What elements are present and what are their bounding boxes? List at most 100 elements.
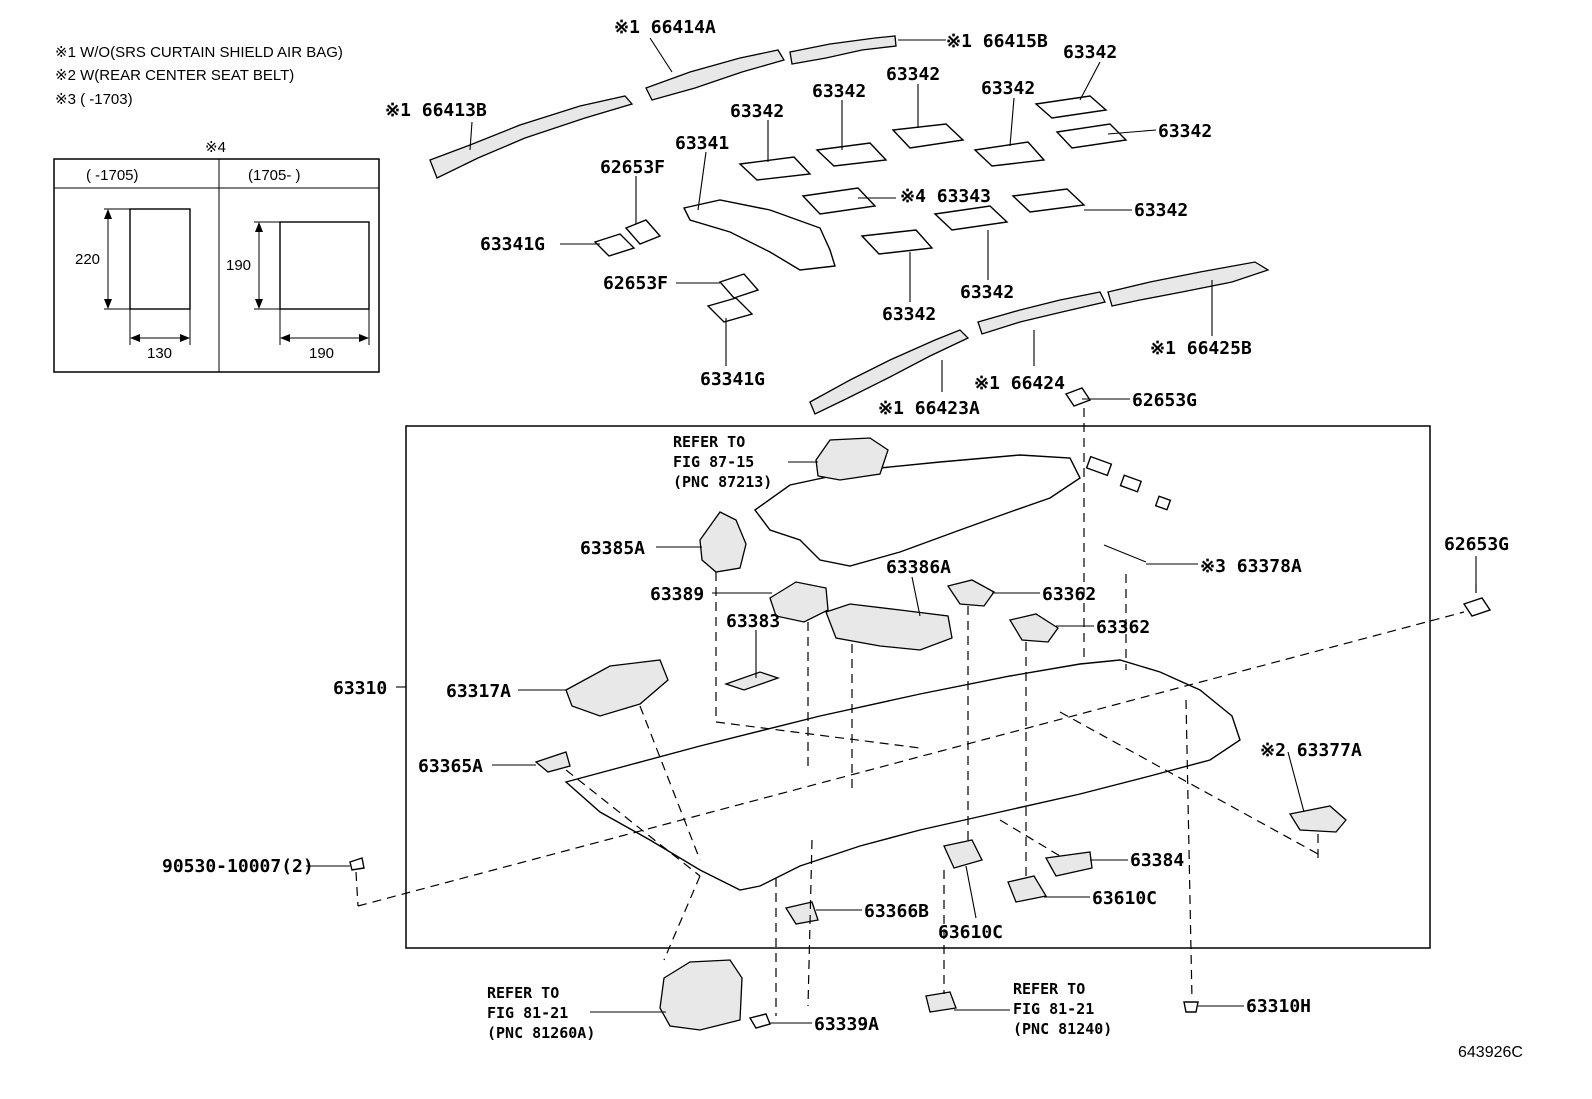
silencer-pads xyxy=(593,95,1128,323)
bezel-63389-shape xyxy=(769,581,829,623)
inset-col2-height: 190 xyxy=(226,257,251,274)
label-63342-g: 63342 xyxy=(1134,200,1188,221)
inset-col2-header: (1705- ) xyxy=(248,167,301,184)
label-63310H: 63310H xyxy=(1246,996,1311,1017)
retainer-66423A-shape xyxy=(809,329,970,415)
label-62653F-b: 62653F xyxy=(603,273,668,294)
label-63342-e: 63342 xyxy=(1158,121,1212,142)
label-63384: 63384 xyxy=(1130,850,1184,871)
label-62653G-b: 62653G xyxy=(1444,534,1509,555)
inset-pad-large xyxy=(279,221,370,310)
label-63342-f: 63342 xyxy=(730,101,784,122)
label-63342-d: 63342 xyxy=(812,81,866,102)
label-63610C-b: 63610C xyxy=(1092,888,1157,909)
label-66425B: ※1 66425B xyxy=(1150,338,1252,359)
ref-87213-line1: REFER TO xyxy=(673,433,745,451)
refer-notes: REFER TO FIG 87-15 (PNC 87213) REFER TO … xyxy=(487,433,1112,1042)
label-66423A: ※1 66423A xyxy=(878,398,980,419)
footnotes: ※1 W/O(SRS CURTAIN SHIELD AIR BAG) ※2 W(… xyxy=(55,44,343,108)
ref-87213-line2: FIG 87-15 xyxy=(673,453,754,471)
cover-63384-shape xyxy=(1044,851,1093,877)
ref-81240-line1: REFER TO xyxy=(1013,980,1085,998)
bezel-63386A-shape xyxy=(825,603,953,651)
label-63385A: 63385A xyxy=(580,538,645,559)
label-63366B: 63366B xyxy=(864,901,929,922)
inset-marker: ※4 xyxy=(205,139,226,156)
label-63310: 63310 xyxy=(333,678,387,699)
lamp-63362b-shape xyxy=(1008,613,1059,643)
label-63362-a: 63362 xyxy=(1042,584,1096,605)
label-62653G-a: 62653G xyxy=(1132,390,1197,411)
note-3: ※3 ( -1703) xyxy=(55,91,133,108)
note-2: ※2 W(REAR CENTER SEAT BELT) xyxy=(55,67,294,84)
ref-81240-line2: FIG 81-21 xyxy=(1013,1000,1094,1018)
ref-81240-line3: (PNC 81240) xyxy=(1013,1020,1112,1038)
holder-63365A-shape xyxy=(534,751,571,773)
clip-62653G-b-shape xyxy=(1462,597,1492,617)
label-63377A: ※2 63377A xyxy=(1260,740,1362,761)
grille-63610C-b-shape xyxy=(1007,875,1048,903)
leader-lines xyxy=(306,37,1477,1024)
label-63342-b: 63342 xyxy=(886,64,940,85)
frame-63317A-shape xyxy=(565,659,669,717)
retainer-66413B-shape xyxy=(429,95,634,179)
label-62653F-a: 62653F xyxy=(600,157,665,178)
label-66424: ※1 66424 xyxy=(974,373,1065,394)
grille-63610C-a-shape xyxy=(943,839,983,869)
lamp-63362a-shape xyxy=(946,579,995,607)
inset-col2-width: 190 xyxy=(309,345,334,362)
label-63342-h: 63342 xyxy=(960,282,1014,303)
ref-87213-line3: (PNC 87213) xyxy=(673,473,772,491)
retainer-66425B-shape xyxy=(1107,261,1270,307)
curtain-retainers xyxy=(429,35,1270,415)
label-63610C-a: 63610C xyxy=(938,922,1003,943)
inset-col1-width: 130 xyxy=(147,345,172,362)
label-63342-i: 63342 xyxy=(882,304,936,325)
label-63365A: 63365A xyxy=(418,756,483,777)
label-63389: 63389 xyxy=(650,584,704,605)
inset-pad-small xyxy=(129,208,191,310)
dimension-inset-table: ※4 ( -1705) (1705- ) 220 130 190 190 xyxy=(53,139,380,373)
clip-63310H-shape xyxy=(1183,1001,1199,1013)
console-81260A-shape xyxy=(659,959,743,1031)
inset-col1-header: ( -1705) xyxy=(86,167,139,184)
bracket-87213 xyxy=(815,437,889,481)
cover-63383-shape xyxy=(723,671,781,691)
label-90530-10007: 90530-10007(2) xyxy=(162,856,314,877)
inset-frame xyxy=(53,158,380,373)
label-63386A: 63386A xyxy=(886,557,951,578)
label-63341G-a: 63341G xyxy=(480,234,545,255)
ref-81260A-line2: FIG 81-21 xyxy=(487,1004,568,1022)
diagram-code: 643926C xyxy=(1458,1044,1523,1061)
part-labels: ※1 66414A ※1 66415B 63342 ※1 66413B 6334… xyxy=(162,17,1509,1035)
ref-81260A-line1: REFER TO xyxy=(487,984,559,1002)
ref-81260A-line3: (PNC 81260A) xyxy=(487,1024,595,1042)
note-1: ※1 W/O(SRS CURTAIN SHIELD AIR BAG) xyxy=(55,44,343,61)
label-63343: ※4 63343 xyxy=(900,186,991,207)
retainer-66424-shape xyxy=(977,291,1106,335)
inset-col1-height: 220 xyxy=(75,251,100,268)
label-63342-c: 63342 xyxy=(981,78,1035,99)
label-63383: 63383 xyxy=(726,611,780,632)
label-63341G-b: 63341G xyxy=(700,369,765,390)
label-66415B: ※1 66415B xyxy=(946,31,1048,52)
retainer-66415B-shape xyxy=(789,35,897,65)
label-66414A: ※1 66414A xyxy=(614,17,716,38)
headliner-63310-shape xyxy=(564,659,1241,891)
pad-63341-shape xyxy=(682,199,836,271)
cover-63377A-shape xyxy=(1288,805,1347,833)
clip-90530-shape xyxy=(349,857,365,871)
bracket-63366B-shape xyxy=(784,901,819,925)
clip-62653G-a-shape xyxy=(1064,387,1092,407)
label-63339A: 63339A xyxy=(814,1014,879,1035)
label-63341: 63341 xyxy=(675,133,729,154)
label-63317A: 63317A xyxy=(446,681,511,702)
reinforcement-panel xyxy=(754,454,1081,567)
label-66413B: ※1 66413B xyxy=(385,100,487,121)
bezel-63385A-shape xyxy=(699,511,747,573)
label-63378A: ※3 63378A xyxy=(1200,556,1302,577)
clip-63339A-shape xyxy=(748,1013,771,1029)
retainer-66414A-shape xyxy=(645,49,785,101)
assembly-lines xyxy=(355,408,1477,1016)
